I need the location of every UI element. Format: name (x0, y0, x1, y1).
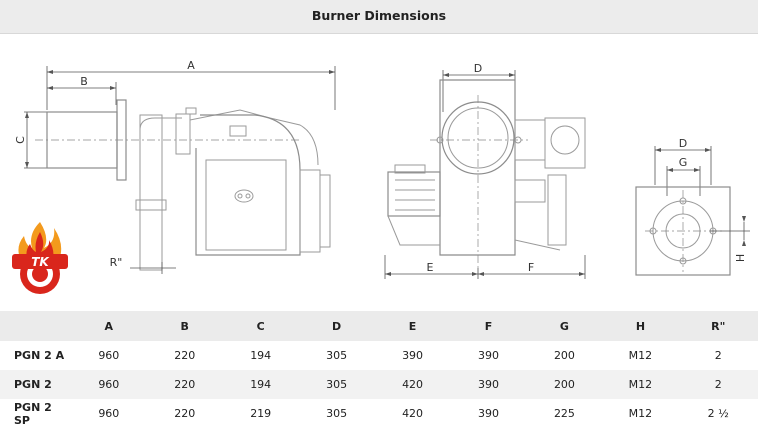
table-header-cell: E (374, 311, 451, 341)
table-cell: 194 (222, 370, 299, 399)
table-header-cell: R" (678, 311, 758, 341)
table-cell-model: PGN 2 A (0, 341, 71, 370)
front-view: D E F (384, 62, 750, 279)
dim-label-E: E (427, 261, 434, 274)
table-cell: M12 (602, 341, 679, 370)
table-cell: 220 (146, 341, 223, 370)
table-cell: 2 ½ (678, 399, 758, 428)
table-header-cell: A (70, 311, 147, 341)
table-cell-model: PGN 2 SP (0, 399, 71, 428)
dim-label-D2: D (679, 137, 687, 150)
flange-view: D G H (635, 137, 750, 276)
side-view: A B C R" (14, 59, 750, 279)
dim-label-H: H (734, 254, 747, 262)
table-row: PGN 2 A 960 220 194 305 390 390 200 M12 … (0, 341, 758, 370)
table-cell: 200 (526, 370, 603, 399)
svg-text:TK: TK (31, 255, 50, 269)
dim-label-A: A (187, 59, 195, 72)
tk-logo: TK (12, 222, 68, 294)
table-header-cell: H (602, 311, 679, 341)
table-cell: 390 (374, 341, 451, 370)
table-cell: 219 (222, 399, 299, 428)
table-cell: 390 (450, 370, 527, 399)
table-cell: M12 (602, 399, 679, 428)
table-cell: 2 (678, 370, 758, 399)
table-cell: 420 (374, 370, 451, 399)
table-cell: 960 (70, 341, 147, 370)
table-row: PGN 2 SP 960 220 219 305 420 390 225 M12… (0, 399, 758, 428)
table-cell: 220 (146, 370, 223, 399)
dimensions-table: A B C D E F G H R" PGN 2 A 960 220 194 3… (0, 311, 758, 428)
dim-label-D1: D (474, 62, 482, 75)
table-cell: 2 (678, 341, 758, 370)
page-title: Burner Dimensions (311, 8, 447, 23)
table-cell-model: PGN 2 (0, 370, 71, 399)
table-header-cell (0, 311, 71, 341)
dim-label-B: B (80, 75, 88, 88)
table-cell: 420 (374, 399, 451, 428)
table-header-cell: B (146, 311, 223, 341)
table-cell: M12 (602, 370, 679, 399)
table-cell: 305 (298, 341, 375, 370)
table-header-cell: F (450, 311, 527, 341)
table-header-cell: C (222, 311, 299, 341)
dim-label-R: R" (110, 256, 123, 269)
table-header-cell: D (298, 311, 375, 341)
table-header-cell: G (526, 311, 603, 341)
table-cell: 305 (298, 399, 375, 428)
table-cell: 200 (526, 341, 603, 370)
table-cell: 220 (146, 399, 223, 428)
dim-label-C: C (14, 136, 27, 144)
table-cell: 960 (70, 370, 147, 399)
table-row: PGN 2 960 220 194 305 420 390 200 M12 2 (0, 370, 758, 399)
burner-drawing: A B C R" (14, 59, 750, 279)
table-cell: 305 (298, 370, 375, 399)
dim-label-F: F (528, 261, 534, 274)
table-cell: 960 (70, 399, 147, 428)
dim-label-G: G (679, 156, 688, 169)
table-cell: 194 (222, 341, 299, 370)
title-bar: Burner Dimensions (0, 0, 758, 34)
table-cell: 225 (526, 399, 603, 428)
table-header-row: A B C D E F G H R" (0, 311, 758, 341)
table-cell: 390 (450, 341, 527, 370)
table-cell: 390 (450, 399, 527, 428)
